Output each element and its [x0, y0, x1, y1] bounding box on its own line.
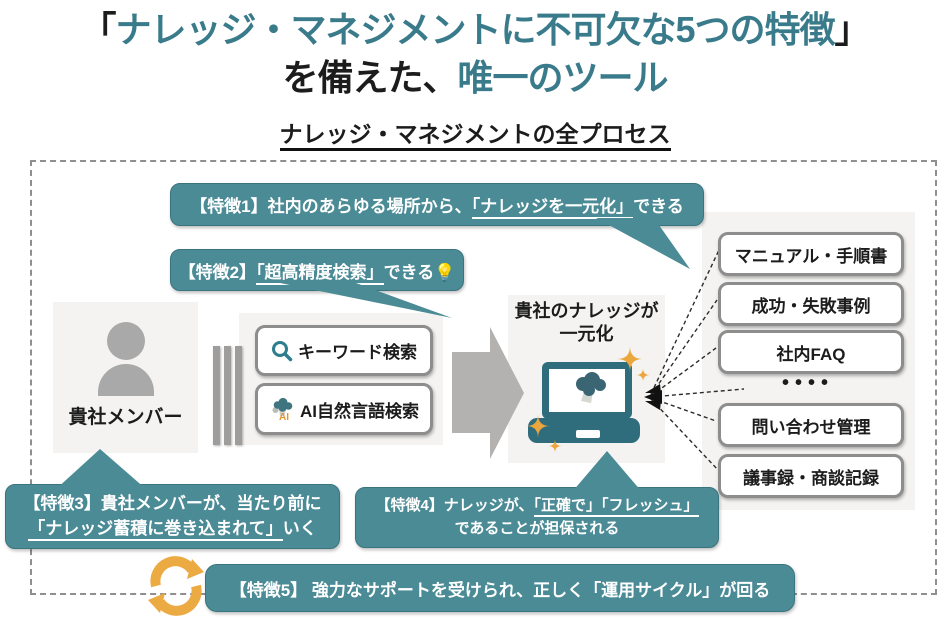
feature4-bubble: 【特徴4】ナレッジが、「正確で」「フレッシュ」 であることが担保される — [355, 487, 719, 548]
connector-bar — [224, 346, 231, 445]
feature5-bar: 【特徴5】 強力なサポートを受けられ、正しく「運用サイクル」が回る — [205, 564, 795, 612]
title-line1: 「ナレッジ・マネジメントに不可欠な5つの特徴」 — [0, 6, 950, 54]
title-bracket-close: 」 — [834, 9, 871, 50]
hub-caption: 貴社のナレッジが 一元化 — [508, 300, 665, 345]
knowledge-box-cases: 成功・失敗事例 — [718, 282, 904, 326]
feature3-bubble: 【特徴3】貴社メンバーが、当たり前に 「ナレッジ蓄積に巻き込まれて」いく — [5, 484, 340, 549]
member-label: 貴社メンバー — [68, 407, 183, 428]
knowledge-box-inquiries: 問い合わせ管理 — [718, 403, 904, 447]
knowledge-box-minutes: 議事録・商談記録 — [718, 454, 904, 498]
hub-caption-line2: 一元化 — [559, 323, 614, 344]
member-panel: 貴社メンバー — [53, 302, 198, 453]
knowledge-box-manual: マニュアル・手順書 — [718, 232, 904, 276]
title-line2: を備えた、唯一のツール — [0, 54, 950, 102]
title-main: ナレッジ・マネジメントに不可欠な5つの特徴 — [115, 9, 835, 50]
svg-text:AI: AI — [279, 412, 289, 422]
cycle-icon — [148, 556, 204, 616]
ai-search-label: AI自然言語検索 — [300, 401, 419, 421]
connector-bar — [213, 346, 220, 445]
connector-bar — [235, 346, 242, 445]
knowledge-box-faq: 社内FAQ — [718, 330, 904, 374]
feature2-bubble: 【特徴2】「超高精度検索」できる💡 — [170, 249, 464, 291]
lightbulb-icon: 💡 — [434, 262, 456, 282]
diagram-subtitle: ナレッジ・マネジメントの全プロセス — [0, 115, 950, 151]
feature1-bubble: 【特徴1】社内のあらゆる場所から、「ナレッジを一元化」できる — [170, 183, 704, 226]
ai-search-box: AI AI自然言語検索 — [255, 383, 433, 435]
keyword-search-box: キーワード検索 — [255, 325, 433, 376]
sparkle-icons — [526, 346, 650, 453]
hub-caption-line1: 貴社のナレッジが — [514, 301, 659, 321]
search-icon — [272, 340, 293, 361]
ellipsis-dots: •••• — [781, 372, 834, 394]
keyword-search-label: キーワード検索 — [298, 343, 417, 362]
person-icon — [107, 322, 145, 360]
person-icon-body — [98, 364, 154, 396]
title-bracket-open: 「 — [80, 9, 116, 50]
page-title: 「ナレッジ・マネジメントに不可欠な5つの特徴」 を備えた、唯一のツール — [0, 6, 950, 101]
broccoli-florets — [576, 372, 606, 396]
title-line2-teal: 唯一のツール — [457, 56, 669, 98]
ai-broccoli-icon: AI — [272, 397, 293, 422]
title-line2-black: を備えた、 — [282, 56, 458, 98]
laptop-icon — [526, 346, 650, 453]
